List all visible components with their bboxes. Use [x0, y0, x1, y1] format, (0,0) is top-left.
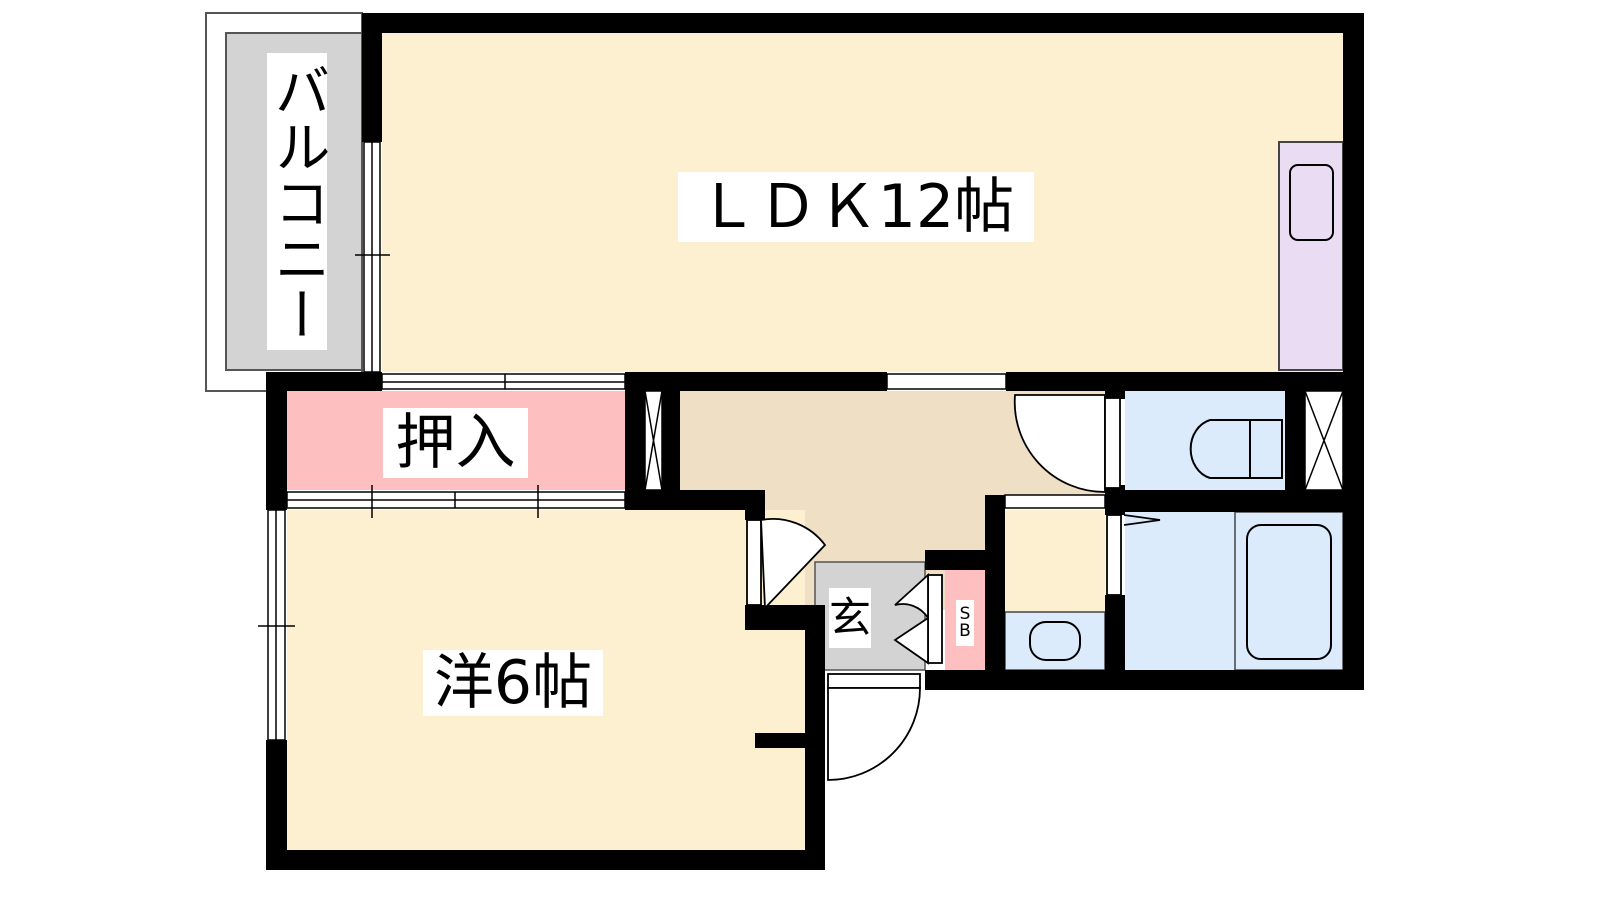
room-label-closet: 押入 — [383, 408, 528, 478]
room-label-balcony: バルコニー — [265, 53, 330, 350]
walls — [266, 13, 1364, 870]
room-label-entrance: 玄 — [829, 588, 871, 648]
room-label-shoe-box: SB — [956, 600, 974, 646]
room-label-ldk: ＬＤＫ12帖 — [678, 172, 1034, 242]
room-label-western: 洋6帖 — [423, 650, 603, 716]
doors — [746, 394, 1161, 781]
sink-icon — [1289, 164, 1334, 241]
windows — [258, 141, 1106, 741]
washbasin-icon — [1029, 621, 1081, 661]
washroom-floor — [1005, 510, 1105, 612]
closet-fittings — [644, 390, 1344, 491]
bathtub-inner — [1246, 524, 1332, 660]
toilet-icon — [1189, 419, 1283, 479]
